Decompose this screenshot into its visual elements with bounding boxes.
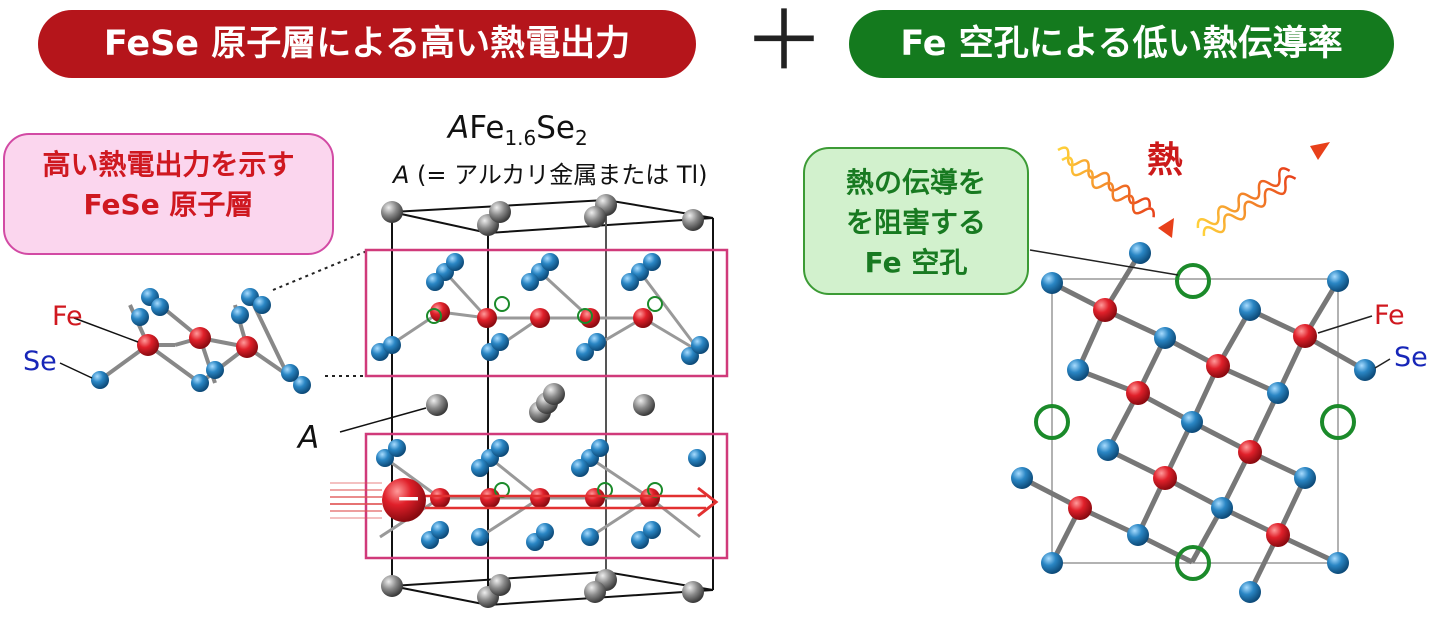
callout-fe-vacancy: 熱の伝導を を阻害する Fe 空孔 [803,147,1029,295]
label-fe-left: Fe [52,301,83,332]
label-a-site: A [298,420,320,456]
se-atom [91,371,109,389]
formula-fe-sub: 1.6 [504,126,537,151]
fe-atom [189,327,211,349]
se-atom [131,308,149,326]
callout-vacancy-line-3: Fe 空孔 [864,246,968,279]
electron-sign: − [396,481,422,516]
se-atom [191,374,209,392]
fe-vacancies [1034,263,1356,581]
electron-motion [330,478,719,522]
unit-cell-frame [391,198,714,607]
callout-fese-line-2: FeSe 原子層 [83,188,254,221]
callout-fese-layer: 高い熱電出力を示す FeSe 原子層 [3,133,334,255]
formula-note-a: A [393,161,410,189]
formula-note-text: (= アルカリ金属または Tl) [409,161,708,189]
chemical-formula: AFe1.6Se2 [448,110,588,150]
a-atoms-top [381,194,704,236]
plus-sign: ＋ [743,0,826,89]
se-atom [293,376,311,394]
se-atom [231,306,249,324]
banner-thermal-conductivity: Fe 空孔による低い熱伝導率 [849,10,1394,78]
fese-layer-left-atoms [91,288,311,394]
se-atom [253,296,271,314]
callout-vacancy-line-2: を阻害する [845,206,986,239]
label-fe-right: Fe [1374,300,1405,331]
formula-se: Se [536,110,575,146]
fese-layer-top-atoms [371,253,709,365]
formula-se-sub: 2 [575,126,588,151]
label-heat: 熱 [1147,140,1184,181]
lattice-frame [1051,278,1339,564]
fe-atom [137,334,159,356]
callout-vacancy-line-1: 熱の伝導を [845,166,986,199]
banner-thermoelectric-output: FeSe 原子層による高い熱電出力 [38,10,696,78]
a-atoms-bottom [381,569,704,608]
lattice-atoms [1011,242,1376,603]
callout-fese-line-1: 高い熱電出力を示す [42,148,295,181]
se-atom [281,364,299,382]
formula-a: A [448,110,470,146]
se-atom [151,298,169,316]
fe-atom [236,336,258,358]
a-atoms-middle [426,383,655,423]
label-se-right: Se [1394,342,1428,373]
heat-waves [1057,146,1297,237]
formula-fe: Fe [469,110,505,146]
formula-note: A (= アルカリ金属または Tl) [393,155,708,190]
se-atom [206,361,224,379]
label-se-left: Se [23,346,57,377]
fese-layer-box-top [364,248,729,378]
fese-layer-bottom-atoms [376,439,706,551]
electron [382,478,426,522]
